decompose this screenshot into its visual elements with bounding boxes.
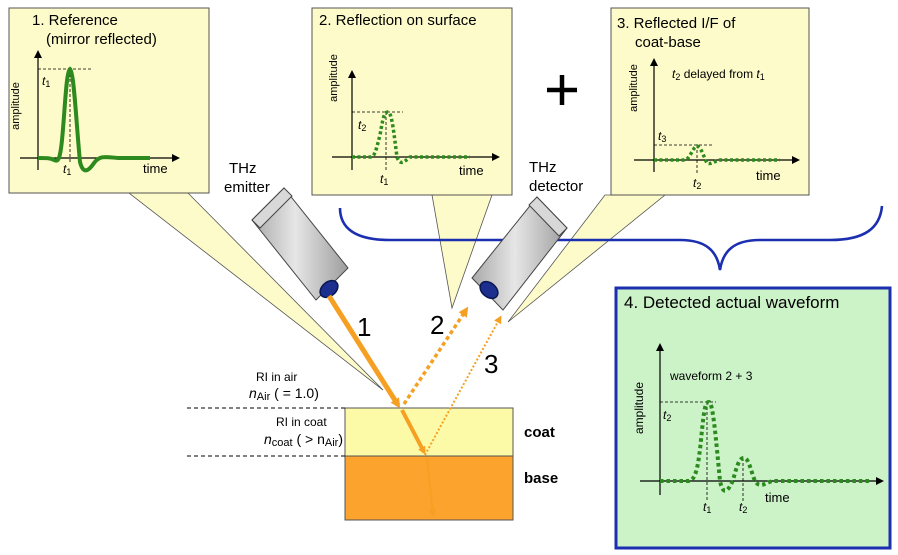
panel2-time-label: t1: [380, 172, 389, 187]
panel-interface-reflection: [610, 7, 810, 196]
panel3-note: t2 delayed from t1: [672, 67, 765, 82]
panel4-title: 4. Detected actual waveform: [624, 293, 840, 312]
grouping-brace: [338, 205, 884, 271]
panel2-xlabel: time: [459, 163, 484, 178]
detected-waveform: [660, 399, 870, 493]
detector-label-line1: THz: [529, 159, 557, 176]
air-ri-label: RI in air: [256, 370, 298, 384]
panel-surface-reflection: [311, 7, 513, 196]
base-layer-label: base: [524, 470, 559, 487]
panel2-peak-label: t2: [358, 118, 367, 133]
panel1-ylabel: amplitude: [9, 82, 22, 130]
thz-emitter: [251, 187, 349, 301]
panel3-time-label: t2: [693, 176, 702, 191]
panel4-peak-label: t2: [663, 408, 672, 423]
beam-3-label: 3: [484, 349, 499, 379]
panel1-title-line2: (mirror reflected): [46, 31, 157, 48]
beam-base: [426, 457, 437, 517]
coat-layer-label: coat: [524, 424, 555, 441]
panel1-peak-label: t1: [42, 74, 51, 89]
reference-waveform: [37, 66, 150, 173]
air-n-label: nAir ( = 1.0): [249, 385, 319, 403]
beam-2-label: 2: [430, 310, 445, 340]
emitter-lens: [319, 279, 339, 299]
beam-1-refracted: [400, 409, 426, 455]
panel3-peak-label: t3: [658, 129, 667, 144]
panel-reference: [8, 7, 210, 194]
beam-2: [402, 306, 469, 405]
detector-lens: [479, 280, 499, 300]
panel4-t2-label: t2: [739, 500, 748, 515]
emitter-label-line2: emitter: [224, 179, 270, 196]
beam-1-label: 1: [357, 312, 372, 342]
panel3-title-line1: 3. Reflected I/F of: [617, 15, 736, 32]
panel3-title-line2: coat-base: [635, 34, 701, 51]
thz-detector: [471, 196, 568, 311]
panel1-time-label: t1: [63, 162, 72, 177]
base-layer: [344, 455, 514, 521]
coat-n-label: ncoat ( > nAir): [264, 431, 344, 449]
emitter-label-line1: THz: [229, 160, 257, 177]
panel1-xlabel: time: [143, 161, 168, 176]
beam-3: [443, 315, 502, 421]
panel4-note: waveform 2 + 3: [670, 369, 753, 383]
panel-detected-waveform: [614, 286, 892, 550]
panel1-title-line1: 1. Reference: [32, 12, 118, 29]
panel4-ylabel: amplitude: [632, 381, 647, 435]
beam-3-inner: [424, 419, 445, 456]
surface-waveform: [352, 110, 470, 165]
coat-ri-label: RI in coat: [276, 415, 327, 429]
panel4-t1-label: t1: [703, 500, 712, 515]
detector-label-line2: detector: [529, 178, 584, 195]
sample-layers: [187, 407, 514, 521]
coat-layer: [344, 407, 514, 457]
panel2-title: 2. Reflection on surface: [319, 12, 477, 29]
panel4-xlabel: time: [765, 490, 790, 505]
beam-1: [326, 294, 401, 409]
panel3-xlabel: time: [756, 168, 781, 183]
panel2-ylabel: amplitude: [327, 54, 340, 102]
panel3-ylabel: amplitude: [627, 64, 640, 112]
